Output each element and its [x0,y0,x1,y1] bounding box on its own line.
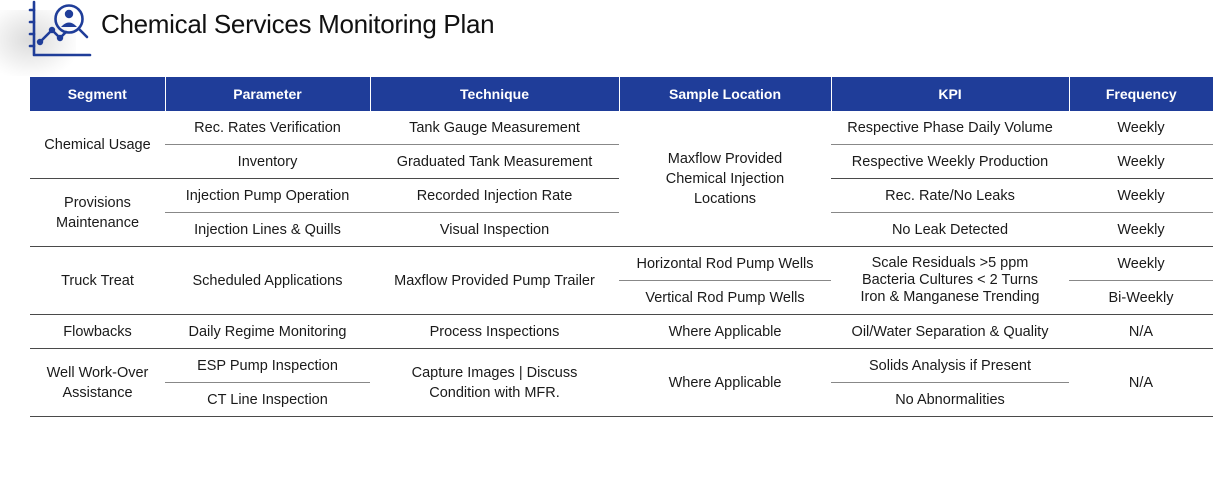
kpi-cell: Scale Residuals >5 ppm Bacteria Cultures… [831,246,1069,315]
segment-cell: Flowbacks [30,314,165,349]
segment-cell: Truck Treat [30,246,165,315]
table-row: Provisions Maintenance Injection Pump Op… [30,178,1213,247]
technique-line: Capture Images | Discuss [411,364,578,381]
parameter-cell: Rec. Rates Verification [165,111,370,145]
parameter-cell: CT Line Inspection [165,382,370,417]
technique-cell: Capture Images | Discuss Condition with … [370,348,619,417]
monitoring-plan-table: Segment Parameter Technique Sample Locat… [30,77,1213,417]
technique-cell: Recorded Injection Rate [370,178,619,213]
frequency-cell: Weekly [1069,144,1213,179]
technique-cell: Maxflow Provided Pump Trailer [370,246,619,315]
kpi-cell: No Leak Detected [831,212,1069,247]
table-header-row: Segment Parameter Technique Sample Locat… [30,77,1213,111]
kpi-line: Iron & Manganese Trending [860,289,1040,305]
segment-cell: Well Work-Over Assistance [30,348,165,417]
column-header-segment: Segment [30,77,165,111]
sample-location-cell: Vertical Rod Pump Wells [619,280,831,315]
segment-cell: Provisions Maintenance [30,178,165,247]
column-header-technique: Technique [369,77,619,111]
parameter-cell: Daily Regime Monitoring [165,314,370,349]
kpi-line: Scale Residuals >5 ppm [871,255,1029,271]
page-title: Chemical Services Monitoring Plan [101,9,495,39]
column-header-kpi: KPI [830,77,1069,111]
technique-cell: Tank Gauge Measurement [370,111,619,145]
table-row: Inventory Graduated Tank Measurement Res… [30,144,1213,179]
column-header-sample-location: Sample Location [618,77,831,111]
frequency-cell: Bi-Weekly [1069,280,1213,315]
magnifier-chart-icon [28,0,92,57]
table-row: Flowbacks Daily Regime Monitoring Proces… [30,314,1213,349]
kpi-cell: Solids Analysis if Present [831,348,1069,383]
kpi-cell: Respective Phase Daily Volume [831,111,1069,145]
column-header-parameter: Parameter [164,77,370,111]
column-header-frequency: Frequency [1068,77,1213,111]
frequency-cell: Weekly [1069,246,1213,281]
table-row: Chemical Usage Rec. Rates Verification T… [30,111,1213,247]
parameter-cell: Scheduled Applications [165,246,370,315]
table-row: Vertical Rod Pump Wells Bi-Weekly [30,280,1213,315]
sample-location-cell: Where Applicable [619,314,831,349]
technique-cell: Visual Inspection [370,212,619,247]
frequency-cell: Weekly [1069,111,1213,145]
technique-line: Condition with MFR. [429,384,560,401]
technique-cell: Process Inspections [370,314,619,349]
table-row: Well Work-Over Assistance ESP Pump Inspe… [30,348,1213,417]
table-row: Injection Lines & Quills Visual Inspecti… [30,212,1213,247]
kpi-cell: No Abnormalities [831,382,1069,417]
table-row: Truck Treat Scheduled Applications Maxfl… [30,246,1213,315]
frequency-cell: Weekly [1069,178,1213,213]
parameter-cell: Injection Lines & Quills [165,212,370,247]
sample-location-cell: Maxflow Provided Chemical Injection Loca… [619,111,831,247]
kpi-cell: Oil/Water Separation & Quality [831,314,1069,349]
frequency-cell: N/A [1069,348,1213,417]
segment-cell: Chemical Usage [30,111,165,179]
frequency-cell: Weekly [1069,212,1213,247]
kpi-line: Bacteria Cultures < 2 Turns [861,272,1039,288]
kpi-cell: Rec. Rate/No Leaks [831,178,1069,213]
sample-location-cell: Where Applicable [619,348,831,417]
parameter-cell: Inventory [165,144,370,179]
frequency-cell: N/A [1069,314,1213,349]
technique-cell: Graduated Tank Measurement [370,144,619,179]
parameter-cell: Injection Pump Operation [165,178,370,213]
kpi-cell: Respective Weekly Production [831,144,1069,179]
parameter-cell: ESP Pump Inspection [165,348,370,383]
table-row: CT Line Inspection No Abnormalities [30,382,1213,417]
sample-location-cell: Horizontal Rod Pump Wells [619,246,831,281]
